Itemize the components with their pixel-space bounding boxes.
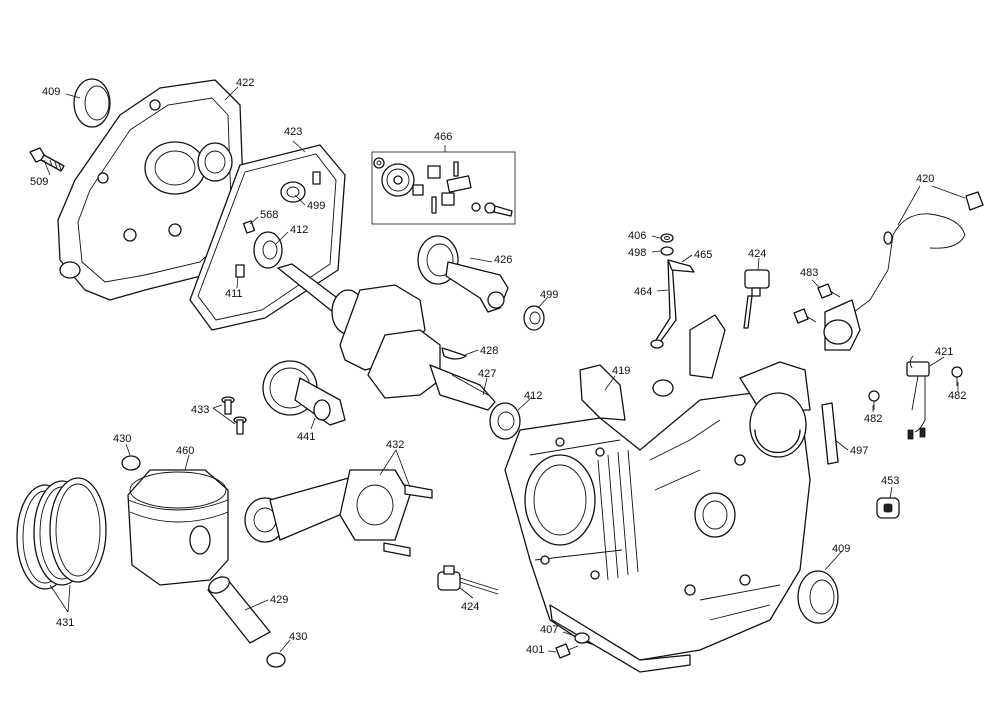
label-420: 420 (916, 173, 934, 185)
label-499-right: 499 (540, 289, 558, 301)
oil-level-sensor-upper (743, 269, 770, 329)
connecting-rod (244, 469, 433, 557)
label-411: 411 (225, 288, 243, 300)
label-429: 429 (270, 594, 288, 606)
bolt-483-b (793, 308, 817, 324)
label-465: 465 (694, 249, 712, 261)
governor-clip (667, 259, 695, 273)
label-499-left: 499 (307, 200, 325, 212)
crankcase-cover (57, 79, 246, 301)
piston-rings (16, 477, 107, 590)
governor-rod (650, 259, 677, 349)
bolt-482-a (868, 390, 880, 410)
label-428: 428 (480, 345, 498, 357)
seal-499-right (523, 305, 545, 331)
label-509: 509 (30, 176, 48, 188)
label-483: 483 (800, 267, 818, 279)
label-426: 426 (494, 254, 512, 266)
shim-497 (821, 402, 839, 465)
oil-level-sensor-lower (437, 565, 499, 595)
label-498: 498 (628, 247, 646, 259)
kit-box (371, 151, 516, 225)
bearing-upper (253, 231, 283, 269)
washer-406 (660, 233, 674, 243)
label-406: 406 (628, 230, 646, 242)
label-409-top: 409 (42, 86, 60, 98)
callout-labels: 409 422 509 423 499 568 412 411 466 426 … (30, 77, 966, 656)
bolt-509 (29, 147, 65, 172)
grommet-453 (876, 497, 900, 519)
bolt-482-b (951, 366, 963, 386)
washer-498 (660, 246, 674, 256)
oil-seal-right (797, 570, 839, 624)
label-460: 460 (176, 445, 194, 457)
leader-lines (43, 86, 966, 653)
label-482-right: 482 (948, 390, 966, 402)
label-412-lower: 412 (524, 390, 542, 402)
label-466: 466 (434, 131, 452, 143)
bearing-lower (489, 402, 521, 440)
label-419: 419 (612, 365, 630, 377)
ignition-coil (823, 191, 984, 351)
label-421: 421 (935, 346, 953, 358)
circlip-upper (121, 455, 141, 471)
label-432: 432 (386, 439, 404, 451)
label-409-right: 409 (832, 543, 850, 555)
label-423: 423 (284, 126, 302, 138)
label-441: 441 (297, 431, 315, 443)
key (441, 347, 467, 360)
label-412-upper: 412 (290, 224, 308, 236)
label-464: 464 (634, 286, 652, 298)
valve-lifters (221, 396, 247, 435)
stop-switch-module (906, 355, 930, 440)
governor-gear (417, 235, 509, 313)
label-430-upper: 430 (113, 433, 131, 445)
label-497: 497 (850, 445, 868, 457)
crankshaft (277, 263, 496, 411)
label-422: 422 (236, 77, 254, 89)
camshaft (262, 360, 346, 426)
label-430-lower: 430 (289, 631, 307, 643)
label-427: 427 (478, 368, 496, 380)
label-401: 401 (526, 644, 544, 656)
label-431: 431 (56, 617, 74, 629)
label-453: 453 (881, 475, 899, 487)
engine-block (504, 314, 811, 673)
circlip-lower (266, 652, 286, 668)
label-482-left: 482 (864, 413, 882, 425)
bolt-401 (555, 643, 579, 659)
oil-seal-top (73, 78, 111, 128)
piston (127, 469, 229, 586)
label-407: 407 (540, 624, 558, 636)
bolt-483-a (817, 283, 841, 299)
piston-pin (207, 576, 271, 644)
washer-407 (574, 632, 590, 644)
label-433: 433 (191, 404, 209, 416)
label-424-upper: 424 (748, 248, 766, 260)
label-424-lower: 424 (461, 601, 479, 613)
label-568: 568 (260, 209, 278, 221)
